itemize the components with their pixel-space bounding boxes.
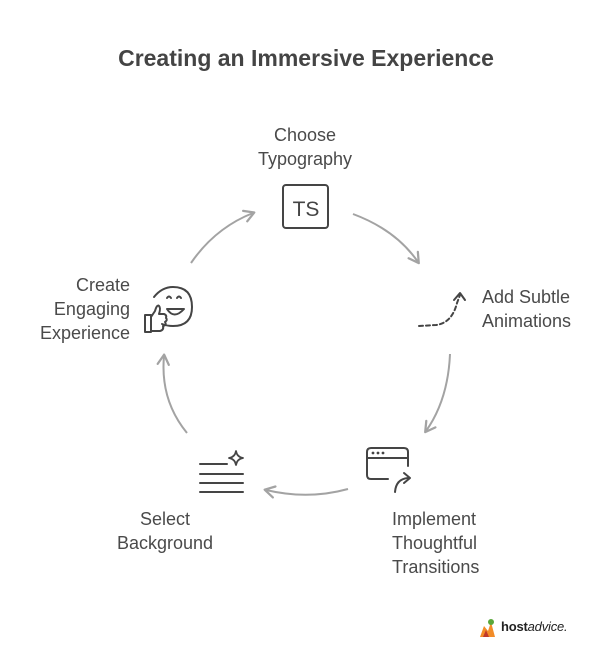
ts-icon-text: TS — [293, 198, 320, 221]
smiley-thumbs-up-icon — [140, 284, 196, 336]
arrow-engaging-to-typography — [190, 209, 256, 264]
browser-window-redirect-icon — [364, 446, 414, 494]
step-label-line: Engaging — [53, 299, 130, 319]
step-label-line: Transitions — [392, 557, 480, 577]
arrow-typography-to-animations — [352, 213, 420, 265]
step-create-engaging-experience: Create Engaging Experience — [20, 273, 130, 345]
brand-rest: advice. — [527, 619, 568, 634]
step-label-line: Create — [75, 275, 130, 295]
hostadvice-logo-icon — [480, 619, 495, 637]
step-label-line: Animations — [482, 311, 572, 331]
step-add-subtle-animations: Add Subtle Animations — [482, 285, 607, 333]
diagram-title: Creating an Immersive Experience — [118, 45, 494, 71]
typescript-icon: TS — [281, 183, 331, 231]
step-label-line: Select — [139, 509, 191, 529]
arrow-background-to-engaging — [156, 353, 188, 434]
step-label-line: Choose — [273, 125, 337, 145]
text-lines-sparkle-icon — [197, 450, 247, 496]
step-label-line: Typography — [257, 149, 353, 169]
brand-bold: host — [501, 619, 528, 634]
step-implement-thoughtful-transitions: Implement Thoughtful Transitions — [392, 507, 532, 579]
brand-wordmark: hostadvice. — [501, 619, 568, 634]
arrow-animations-to-transitions — [424, 353, 451, 434]
step-label-line: Experience — [39, 323, 130, 343]
step-select-background: Select Background — [100, 507, 230, 555]
step-label-line: Thoughtful — [392, 533, 478, 553]
step-choose-typography: Choose Typography — [230, 123, 380, 171]
step-label-line: Implement — [392, 509, 477, 529]
dashed-curve-arrow-icon — [416, 289, 468, 331]
step-label-line: Background — [116, 533, 214, 553]
arrow-transitions-to-background — [263, 485, 349, 499]
hostadvice-brand: hostadvice. — [476, 617, 596, 639]
step-label-line: Add Subtle — [482, 287, 571, 307]
